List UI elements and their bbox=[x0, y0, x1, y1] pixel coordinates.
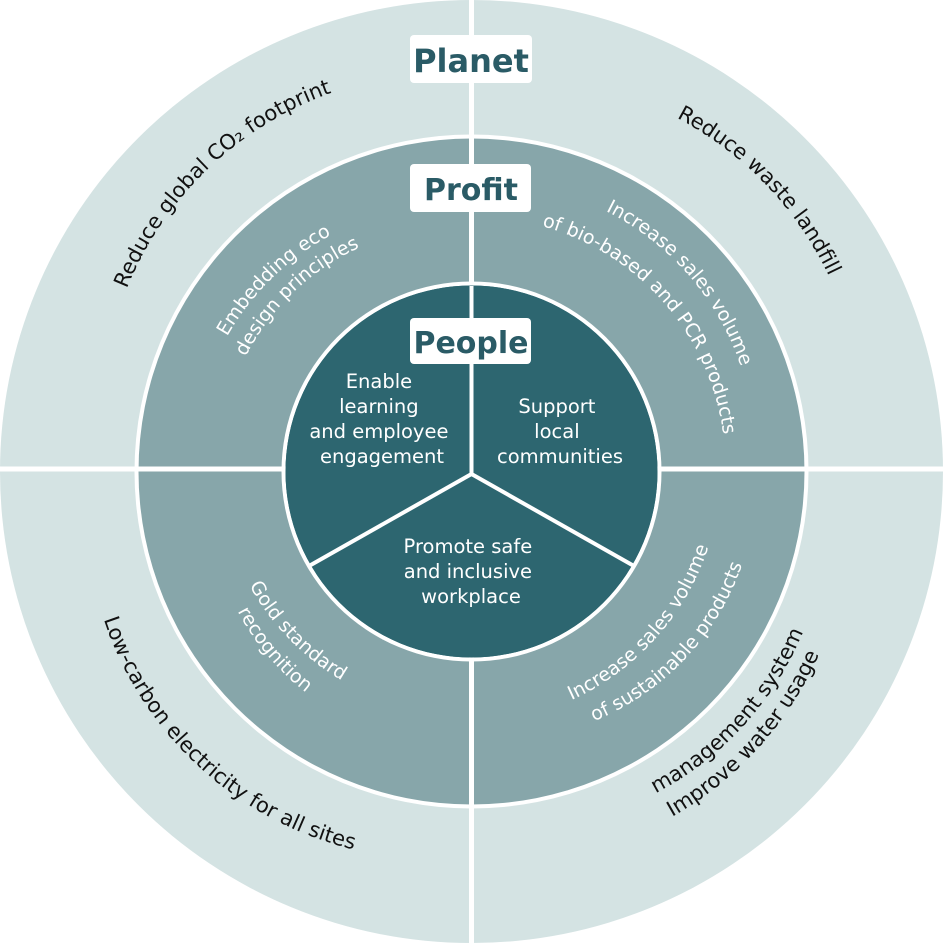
profit-label-box bbox=[410, 164, 531, 212]
people-label: People bbox=[413, 326, 528, 361]
people-item-bottom-line: and inclusive bbox=[404, 560, 532, 583]
people-item-bottom-line: Promote safe bbox=[404, 535, 533, 558]
people-item-left-line: engagement bbox=[320, 445, 444, 468]
profit-label: Profit bbox=[424, 173, 518, 208]
people-item-right-line: local bbox=[534, 420, 579, 443]
people-item-left: Enable learning and employee engagement bbox=[309, 370, 454, 468]
people-label-box bbox=[410, 318, 531, 364]
people-item-left-line: and employee bbox=[309, 420, 448, 443]
people-item-right-line: Support bbox=[518, 395, 595, 418]
people-divider-right bbox=[470, 472, 635, 568]
people-item-right-line: communities bbox=[497, 445, 623, 468]
people-item-left-line: learning bbox=[339, 395, 419, 418]
people-item-right: Support local communities bbox=[497, 395, 623, 468]
planet-label: Planet bbox=[413, 42, 529, 80]
people-item-bottom-line: workplace bbox=[421, 585, 521, 608]
planet-label-box bbox=[410, 35, 532, 83]
people-item-bottom: Promote safe and inclusive workplace bbox=[404, 535, 539, 608]
people-item-left-line: Enable bbox=[346, 370, 412, 393]
people-divider-left bbox=[308, 472, 473, 568]
